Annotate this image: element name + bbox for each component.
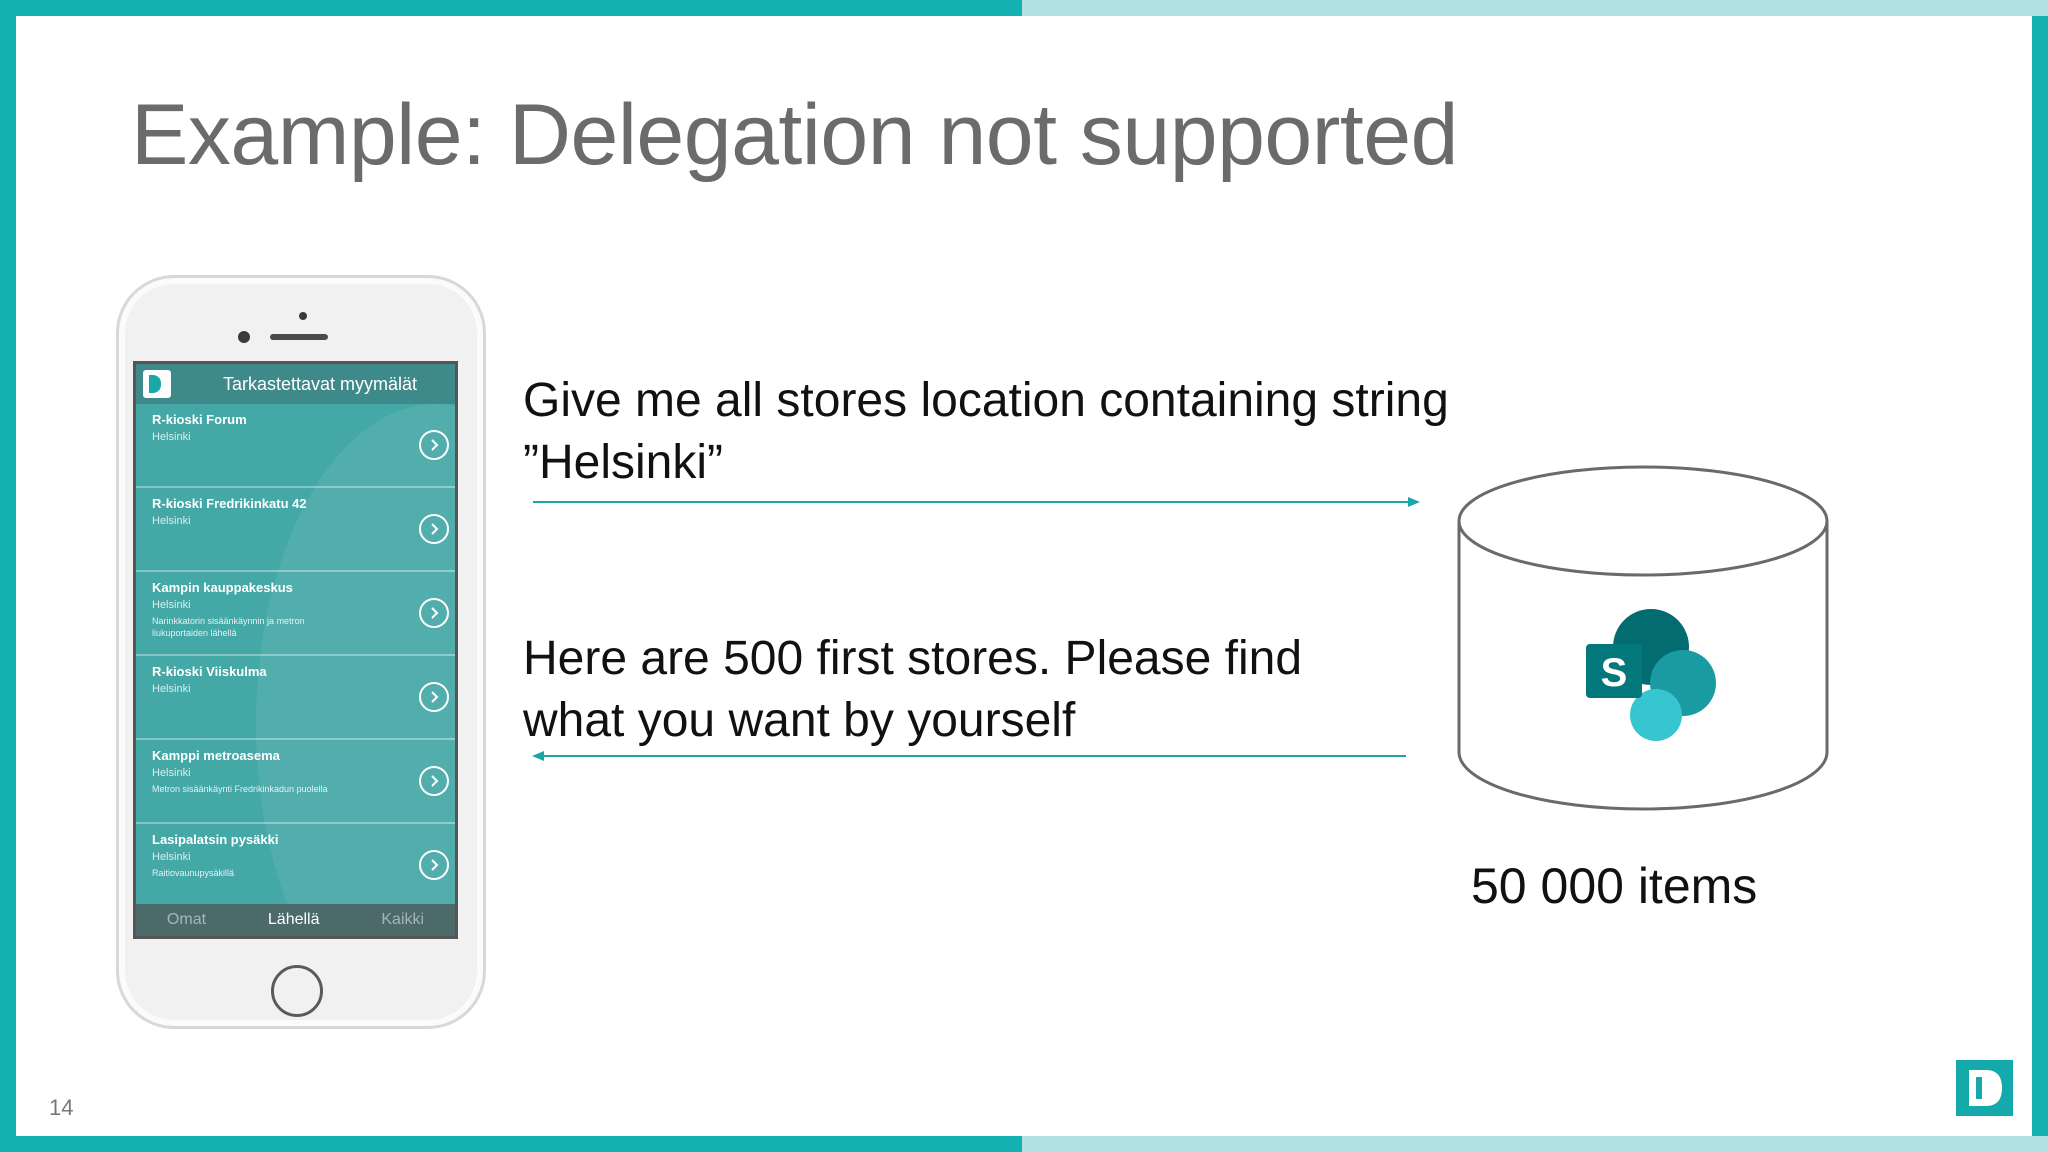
response-line-2: what you want by yourself <box>523 694 1076 747</box>
app-title: Tarkastettavat myymälät <box>223 373 418 394</box>
response-arrow <box>532 751 1406 761</box>
list-item[interactable]: Lasipalatsin pysäkki Helsinki Raitiovaun… <box>136 824 455 908</box>
response-message: Here are 500 first stores. Please find w… <box>523 628 1302 752</box>
list-item[interactable]: R-kioski Viiskulma Helsinki <box>136 656 455 740</box>
store-name: R-kioski Fredrikinkatu 42 <box>152 496 307 511</box>
top-accent-bar <box>1022 0 2048 16</box>
store-city: Helsinki <box>152 515 191 527</box>
slide-title: Example: Delegation not supported <box>131 87 1458 183</box>
bottom-accent-bar <box>1022 1136 2048 1152</box>
request-line-1: Give me all stores location containing s… <box>523 374 1449 427</box>
request-arrow <box>533 497 1420 507</box>
store-name: Kamppi metroasema <box>152 748 280 763</box>
arrows <box>532 497 1420 761</box>
store-city: Helsinki <box>152 683 191 695</box>
list-item[interactable]: Kamppi metroasema Helsinki Metron sisään… <box>136 740 455 824</box>
chevron-right-icon[interactable] <box>419 850 449 880</box>
phone-speaker <box>270 334 328 340</box>
tab-kaikki[interactable]: Kaikki <box>381 911 425 928</box>
list-item[interactable]: R-kioski Forum Helsinki <box>136 404 455 488</box>
store-note: Raitiovaunupysäkillä <box>152 868 235 878</box>
chevron-right-icon[interactable] <box>419 682 449 712</box>
request-line-2: ”Helsinki” <box>523 436 724 489</box>
app-tab-bar: Omat Lähellä Kaikki <box>136 904 455 936</box>
phone-sensor <box>299 312 307 320</box>
store-note: Narinkkatorin sisäänkäynnin ja metron li… <box>152 616 305 638</box>
chevron-right-icon[interactable] <box>419 430 449 460</box>
store-name: R-kioski Forum <box>152 412 247 427</box>
store-note: Metron sisäänkäynti Fredrikinkadun puole… <box>152 784 328 794</box>
phone-mockup: Tarkastettavat myymälät R-kioski Forum H… <box>116 275 486 1029</box>
store-city: Helsinki <box>152 851 191 863</box>
chevron-right-icon[interactable] <box>419 766 449 796</box>
store-name: Lasipalatsin pysäkki <box>152 832 279 847</box>
page-number: 14 <box>49 1095 74 1120</box>
tab-lahella[interactable]: Lähellä <box>267 911 320 928</box>
chevron-right-icon[interactable] <box>419 598 449 628</box>
phone-home-button <box>271 965 323 1017</box>
store-city: Helsinki <box>152 767 191 779</box>
slide: Example: Delegation not supported Give m… <box>16 16 2032 1136</box>
database-cylinder: S <box>1457 465 1829 811</box>
sharepoint-letter: S <box>1601 651 1628 695</box>
store-city: Helsinki <box>152 431 191 443</box>
chevron-right-icon[interactable] <box>419 514 449 544</box>
phone-screen: Tarkastettavat myymälät R-kioski Forum H… <box>133 361 458 939</box>
request-message: Give me all stores location containing s… <box>523 370 1449 494</box>
store-name: R-kioski Viiskulma <box>152 664 267 679</box>
company-logo-icon <box>1956 1060 2013 1116</box>
response-line-1: Here are 500 first stores. Please find <box>523 632 1303 685</box>
store-name: Kampin kauppakeskus <box>152 580 293 595</box>
store-city: Helsinki <box>152 599 191 611</box>
list-item[interactable]: R-kioski Fredrikinkatu 42 Helsinki <box>136 488 455 572</box>
sharepoint-icon: S <box>1586 609 1716 741</box>
store-list: R-kioski Forum Helsinki R-kioski Fredrik… <box>136 404 455 908</box>
list-item[interactable]: Kampin kauppakeskus Helsinki Narinkkator… <box>136 572 455 656</box>
items-count-label: 50 000 items <box>1471 858 1758 914</box>
phone-camera <box>238 331 250 343</box>
app-logo-icon <box>143 370 171 398</box>
app-header: Tarkastettavat myymälät <box>136 364 455 404</box>
tab-omat[interactable]: Omat <box>166 911 207 928</box>
